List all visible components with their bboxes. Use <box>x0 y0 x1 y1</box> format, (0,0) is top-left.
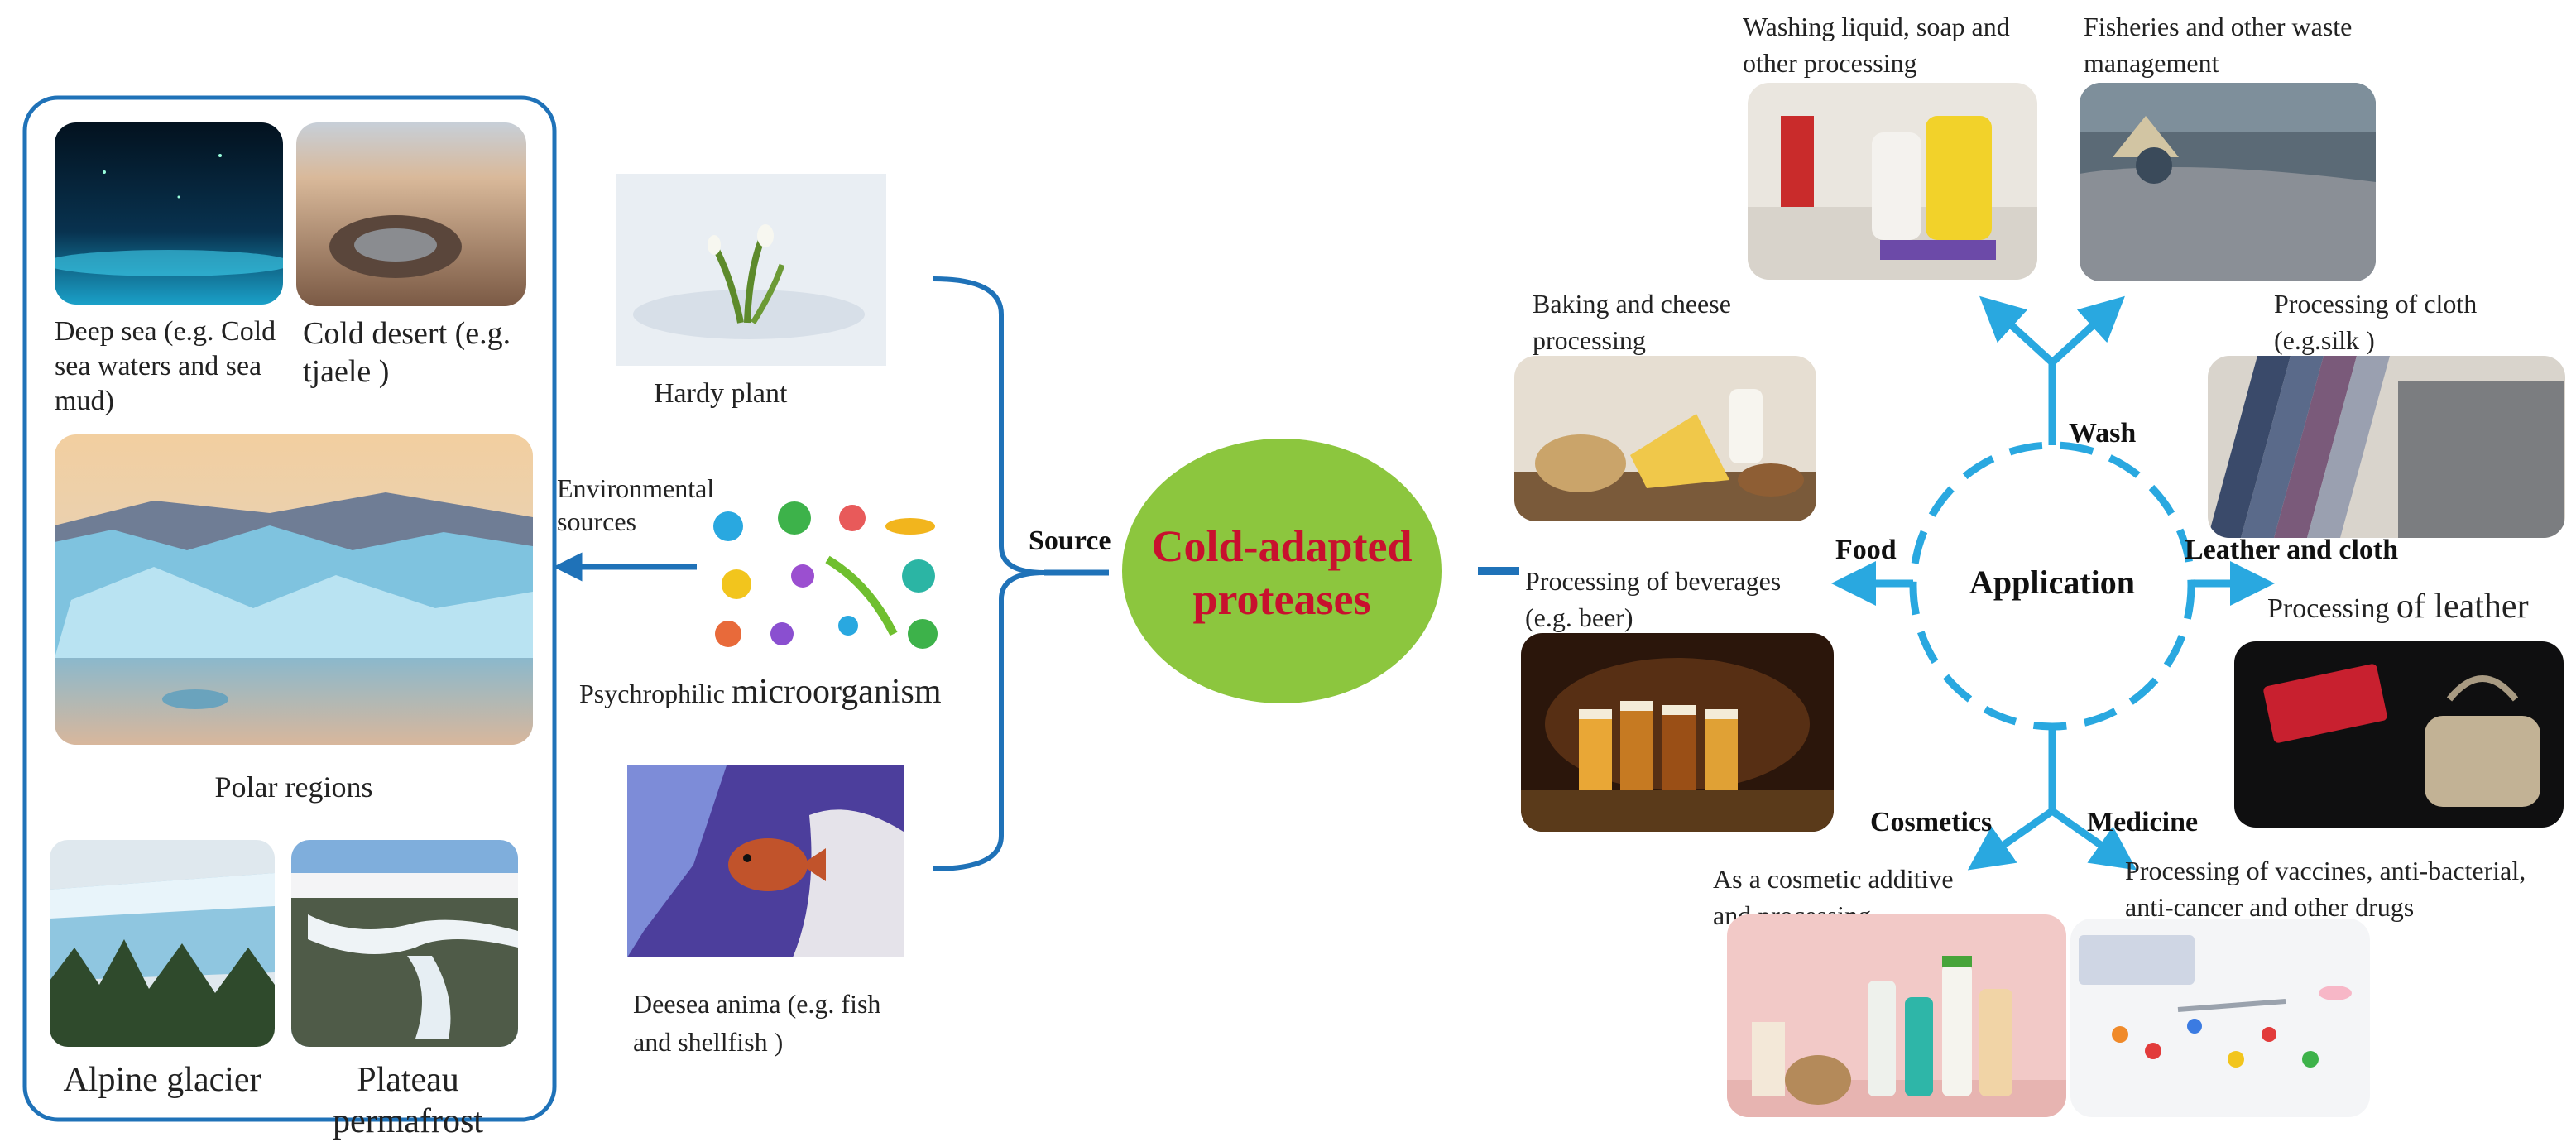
deep-sea-animal-photo <box>627 765 904 957</box>
plateau-permafrost-caption: Plateau permafrost <box>333 1061 483 1140</box>
cosmetics-photo <box>1727 914 2066 1117</box>
psychrophilic-caption: Psychrophilic microorganism <box>579 672 942 713</box>
deep-sea-caption: Deep sea (e.g. Cold sea waters and sea m… <box>55 316 276 416</box>
food-label: Food <box>1835 535 1897 565</box>
psychrophilic-prefix: Psychrophilic <box>579 679 725 708</box>
center-title: Cold-adapted proteases <box>1122 520 1442 626</box>
medicine-photo <box>2070 919 2370 1117</box>
hardy-plant-caption: Hardy plant <box>654 378 788 409</box>
cosmetics-arrow <box>1967 808 2055 871</box>
deep-sea-photo <box>55 122 283 305</box>
plateau-permafrost-photo <box>291 840 518 1047</box>
cold-desert-caption: Cold desert (e.g. tjaele ) <box>303 316 511 389</box>
hardy-plant-photo <box>616 174 886 366</box>
alpine-glacier-photo <box>50 840 275 1047</box>
fisheries-photo <box>2080 83 2376 281</box>
medicine-arrow <box>2050 808 2137 871</box>
baking-photo <box>1514 356 1816 521</box>
fisheries-caption: Fisheries and other waste management <box>2084 12 2353 78</box>
center-title-line2: proteases <box>1192 574 1371 624</box>
leather-caption-prefix: Processing <box>2267 593 2396 624</box>
baking-caption: Baking and cheese processing <box>1533 289 1731 355</box>
wash-arrow-left <box>1979 295 2056 366</box>
cold-desert-photo <box>296 122 526 306</box>
wash-arrow-right <box>2049 295 2125 366</box>
deep-sea-animal-caption: Deesea anima (e.g. fish and shellfish ) <box>633 989 881 1057</box>
environmental-sources-label: Environmental sources <box>557 473 715 536</box>
cosmetics-label: Cosmetics <box>1870 807 1993 837</box>
environment-panel-border <box>22 95 557 1122</box>
beverages-photo <box>1521 633 1834 832</box>
psychrophilic-main: microorganism <box>731 673 942 711</box>
washing-liquid-caption: Washing liquid, soap and other processin… <box>1743 12 2010 78</box>
center-title-line1: Cold-adapted <box>1151 521 1413 571</box>
source-label: Source <box>1029 525 1111 556</box>
leather-caption: Processing of leather <box>2267 588 2529 628</box>
washing-liquid-photo <box>1748 83 2037 280</box>
medicine-label: Medicine <box>2087 807 2199 837</box>
application-hub-label: Application <box>1969 564 2136 601</box>
center-ellipse <box>1122 439 1442 703</box>
wash-label: Wash <box>2069 418 2137 449</box>
alpine-glacier-caption: Alpine glacier <box>63 1061 261 1099</box>
polar-regions-caption: Polar regions <box>214 770 373 804</box>
polar-regions-photo <box>55 434 533 745</box>
vaccines-caption: Processing of vaccines, anti-bacterial, … <box>2125 856 2526 922</box>
cloth-photo <box>2208 356 2565 538</box>
leather-photo <box>2234 641 2564 828</box>
leather-cloth-label: Leather and cloth <box>2185 535 2399 565</box>
leather-caption-main: of leather <box>2396 588 2529 626</box>
microorganism-illustration <box>703 493 952 659</box>
cloth-caption: Processing of cloth (e.g.silk ) <box>2274 289 2478 355</box>
beverages-caption: Processing of beverages (e.g. beer) <box>1525 566 1782 632</box>
